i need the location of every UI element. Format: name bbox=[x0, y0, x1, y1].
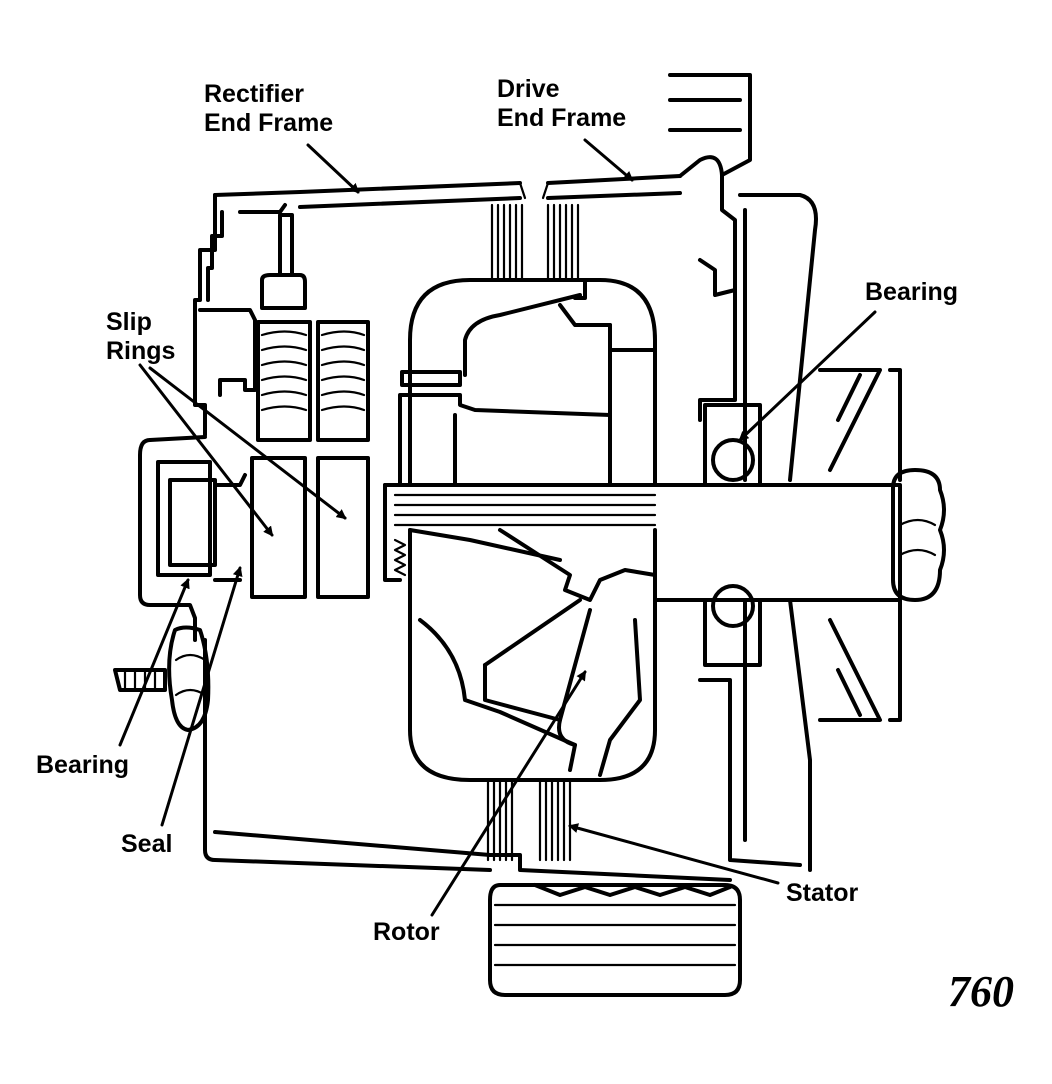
label-bearing-right: Bearing bbox=[865, 278, 959, 306]
label-slip-rings-line1: Slip bbox=[106, 308, 152, 336]
leader-drive-end-frame bbox=[583, 138, 634, 182]
leader-bearing-left bbox=[118, 578, 190, 747]
pulley-nut bbox=[891, 468, 946, 602]
label-bearing-left: Bearing bbox=[36, 751, 130, 779]
leader-bearing-right bbox=[738, 310, 877, 442]
leader-rectifier-end-frame bbox=[306, 143, 360, 194]
label-slip-rings-line2: Rings bbox=[106, 337, 176, 365]
label-rectifier-end-frame-line2: End Frame bbox=[204, 109, 334, 137]
label-seal: Seal bbox=[121, 830, 173, 858]
label-rectifier-end-frame: Rectifier End Frame bbox=[204, 80, 333, 138]
rotor bbox=[383, 278, 902, 782]
stator bbox=[486, 203, 742, 997]
label-slip-rings: Slip Rings bbox=[106, 308, 175, 366]
leader-lines bbox=[118, 138, 877, 917]
leader-rotor bbox=[430, 670, 587, 917]
brush-assembly bbox=[198, 213, 370, 442]
label-stator: Stator bbox=[786, 879, 859, 907]
drive-end-bearing bbox=[703, 403, 762, 667]
figure-number: 760 bbox=[948, 967, 1014, 1016]
label-rectifier-end-frame-line1: Rectifier bbox=[204, 80, 305, 108]
leader-slip-rings-2 bbox=[148, 366, 347, 520]
label-drive-end-frame: Drive End Frame bbox=[497, 75, 626, 133]
leader-slip-rings-1 bbox=[138, 363, 274, 537]
leader-stator bbox=[568, 823, 780, 885]
label-drive-end-frame-line1: Drive bbox=[497, 75, 560, 103]
slip-rings bbox=[250, 456, 370, 599]
label-rotor: Rotor bbox=[373, 918, 440, 946]
terminal-screw bbox=[113, 625, 211, 732]
label-drive-end-frame-line2: End Frame bbox=[497, 104, 627, 132]
leader-seal bbox=[160, 566, 243, 827]
